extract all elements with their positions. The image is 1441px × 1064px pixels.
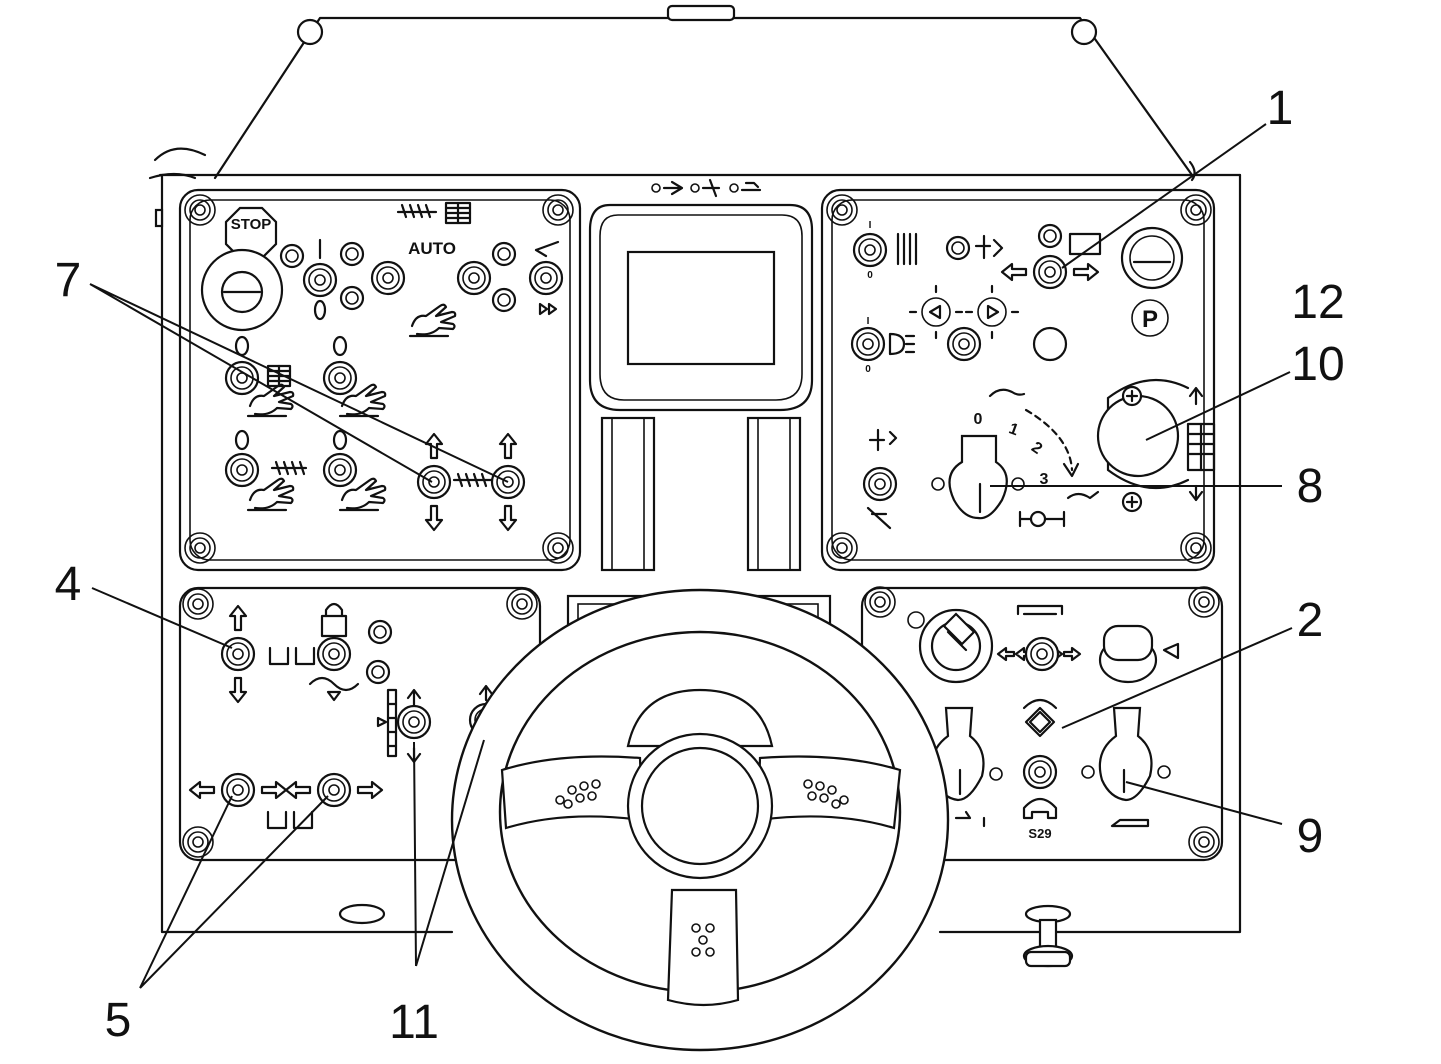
wing-icon <box>954 810 986 828</box>
callout-11-right-switch[interactable] <box>468 684 504 760</box>
callout-10: 10 <box>1291 338 1344 391</box>
screen-icon <box>1068 232 1102 256</box>
svg-text:I: I <box>867 316 870 327</box>
manual-hand-icon <box>408 303 457 338</box>
heater-switch[interactable] <box>862 466 898 502</box>
heater-off-icon <box>866 506 892 530</box>
parking-brake-button[interactable]: P <box>1120 226 1184 337</box>
horn-socket[interactable] <box>1096 378 1190 513</box>
svg-text:3: 3 <box>1040 471 1049 488</box>
svg-text:I: I <box>869 220 872 231</box>
horn-button[interactable] <box>1098 624 1180 684</box>
callout-1: 1 <box>1267 82 1294 135</box>
callouts: 1 2 4 5 7 8 9 10 11 12 <box>55 82 1345 1049</box>
auger-left-switch[interactable] <box>224 452 260 488</box>
indicator-lamp <box>491 241 517 267</box>
right-pedal-plate <box>746 416 802 572</box>
lock-icon <box>320 602 348 638</box>
callout-5: 5 <box>105 994 132 1047</box>
heating-icon <box>974 234 1004 260</box>
blank-button[interactable] <box>1032 326 1068 362</box>
indicator-lamp <box>491 287 517 313</box>
svg-text:0: 0 <box>974 411 983 428</box>
spray-switch[interactable] <box>528 260 564 296</box>
svg-text:STOP: STOP <box>231 216 272 233</box>
travel-direction-switch[interactable] <box>996 636 1082 672</box>
display-unit <box>588 178 814 572</box>
svg-text:2: 2 <box>1028 439 1045 458</box>
steering-switch[interactable] <box>946 326 982 362</box>
switch[interactable] <box>456 260 492 296</box>
auger-icon <box>270 460 308 476</box>
indicator-lamp <box>367 619 393 645</box>
mode-switch[interactable] <box>302 238 338 321</box>
steer-right-icon <box>964 284 1020 340</box>
screed-icon <box>266 810 314 830</box>
callout-4: 4 <box>55 558 82 611</box>
lock-switch[interactable] <box>316 636 352 672</box>
indicator-lamp <box>1037 223 1063 249</box>
screed-tool-icon <box>1110 818 1150 828</box>
screed-icon <box>268 646 316 666</box>
light-switch[interactable]: I 0 <box>850 316 916 375</box>
indicator-lamp <box>339 285 365 311</box>
status-icons <box>651 178 762 198</box>
upper-right-panel: I 0 P I 0 <box>820 188 1216 572</box>
callout-12: 12 <box>1291 276 1344 329</box>
callout-2-switch[interactable]: S29 <box>1022 698 1058 841</box>
track-icon <box>1186 386 1216 502</box>
auto-label: AUTO <box>408 239 456 258</box>
screed-width-right-switch[interactable] <box>284 772 384 808</box>
manual-hand-icon <box>246 477 295 512</box>
vibration-switch[interactable]: I 0 <box>852 220 918 281</box>
callout-7: 7 <box>55 254 82 307</box>
callout-11-left-switch[interactable] <box>376 688 432 764</box>
indicator-lamp <box>945 235 971 261</box>
turtle-icon <box>988 388 1026 398</box>
conveyor-right-switch[interactable] <box>322 360 358 396</box>
auger-right-switch[interactable] <box>322 452 358 488</box>
lower-right-panel: S29 <box>860 586 1224 862</box>
ignition-key-switch[interactable] <box>907 608 994 684</box>
svg-text:0: 0 <box>865 364 871 375</box>
spray-icon <box>534 240 560 258</box>
right-joystick[interactable] <box>1081 706 1171 828</box>
left-pedal-plate <box>600 416 656 572</box>
steer-left-icon <box>908 284 964 340</box>
upper-left-panel: STOP AUTO <box>178 188 582 572</box>
steering-wheel[interactable] <box>450 588 950 1052</box>
indicator-lamp <box>279 243 305 269</box>
screed-width-left-switch[interactable] <box>188 772 288 808</box>
indicator-lamp <box>365 659 391 685</box>
screed-height-left-switch[interactable] <box>416 432 452 532</box>
callout-8: 8 <box>1297 460 1324 513</box>
svg-text:0: 0 <box>867 270 873 281</box>
callout-11: 11 <box>389 996 439 1049</box>
callout-9: 9 <box>1297 810 1324 863</box>
callout-1-switch[interactable] <box>1000 254 1100 290</box>
indicator-lamp <box>339 241 365 267</box>
s29-label: S29 <box>1028 826 1051 841</box>
auger-conveyor-icon <box>396 201 472 225</box>
rabbit-icon <box>1066 490 1100 500</box>
speed-selector-dial[interactable]: 0 1 2 3 <box>931 388 1100 528</box>
emergency-stop-button[interactable]: STOP <box>200 206 284 332</box>
fast-forward-icon <box>538 302 558 316</box>
auger-icon <box>452 472 502 488</box>
auto-switch[interactable] <box>370 260 406 296</box>
heater-icon <box>868 428 898 452</box>
svg-text:P: P <box>1142 306 1158 333</box>
pull-knob[interactable] <box>1022 904 1074 968</box>
machine-icon <box>1016 604 1064 616</box>
lcd-screen[interactable] <box>626 250 776 366</box>
leader-lines <box>89 123 1293 989</box>
callout-4-switch[interactable] <box>220 604 256 704</box>
svg-text:1: 1 <box>1006 420 1020 439</box>
wave-icon <box>308 676 360 702</box>
callout-2: 2 <box>1297 594 1324 647</box>
top-cover <box>148 4 1242 182</box>
